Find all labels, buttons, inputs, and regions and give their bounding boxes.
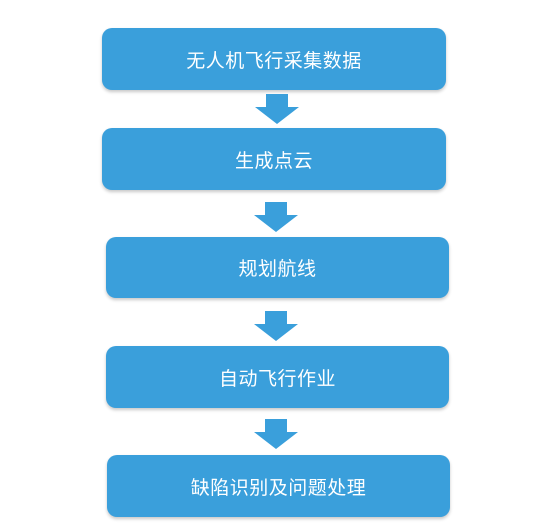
step-label: 自动飞行作业 bbox=[218, 367, 336, 390]
step-drone-data-collection: 无人机飞行采集数据 bbox=[102, 28, 446, 90]
arrow-down-icon bbox=[255, 94, 299, 124]
step-auto-flight: 自动飞行作业 bbox=[106, 346, 449, 408]
step-generate-point-cloud: 生成点云 bbox=[102, 128, 446, 190]
step-label: 无人机飞行采集数据 bbox=[186, 49, 362, 72]
arrow-down-icon bbox=[254, 202, 298, 232]
arrow-down-icon bbox=[254, 419, 298, 449]
step-defect-detection: 缺陷识别及问题处理 bbox=[107, 455, 450, 517]
arrow-down-icon bbox=[254, 311, 298, 341]
step-label: 生成点云 bbox=[234, 149, 313, 172]
step-plan-route: 规划航线 bbox=[106, 237, 449, 298]
step-label: 规划航线 bbox=[238, 258, 317, 280]
step-label: 缺陷识别及问题处理 bbox=[190, 476, 367, 499]
